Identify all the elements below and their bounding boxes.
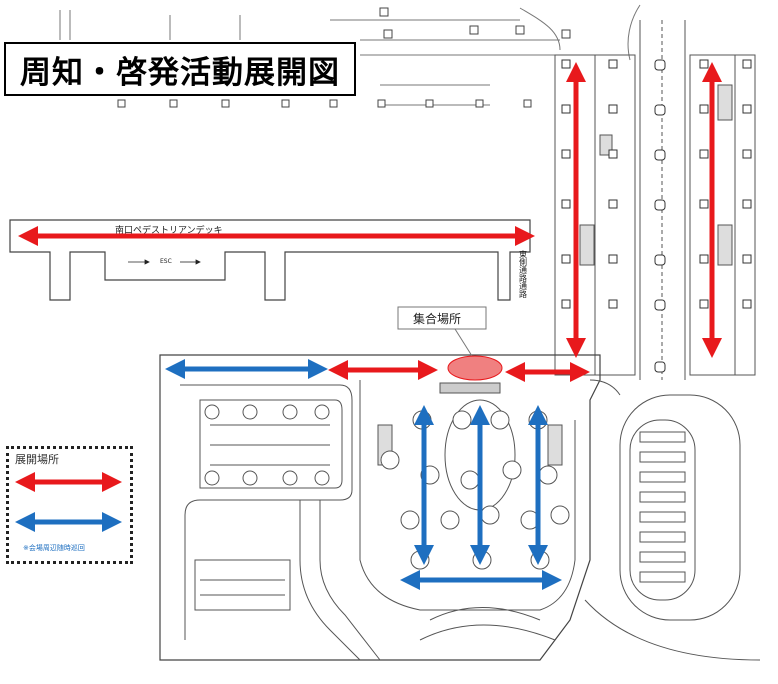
title-box: 周知・啓発活動展開図 — [4, 42, 356, 96]
trees-central — [380, 410, 570, 570]
assembly-callout — [397, 306, 487, 357]
trees-left — [204, 404, 330, 486]
bus-terminal-right — [584, 379, 761, 661]
legend-arrows — [15, 472, 122, 532]
legend-title: 展開場所 — [15, 453, 59, 466]
bus-bays — [639, 431, 686, 583]
red-routes — [18, 62, 722, 382]
assembly-point-marker — [447, 355, 503, 381]
station-structures — [59, 4, 641, 106]
assembly-point-label: 集合場所 — [413, 311, 461, 326]
legend-note: ※会場周辺随時巡回 — [23, 544, 85, 552]
page-title: 周知・啓発活動展開図 — [20, 54, 340, 91]
pedestrian-deck — [9, 219, 531, 301]
legend: 展開場所 ※会場周辺随時巡回 — [6, 446, 133, 564]
blue-routes — [165, 359, 562, 590]
east-passage-label: 東側通路通路 — [519, 249, 528, 298]
bus-terminal-left — [180, 384, 381, 661]
plaza-outline — [159, 354, 601, 661]
pillar-row — [117, 7, 571, 108]
station-building — [554, 20, 756, 380]
esc-label: ESC — [160, 258, 172, 265]
esc-arrows — [128, 259, 201, 265]
